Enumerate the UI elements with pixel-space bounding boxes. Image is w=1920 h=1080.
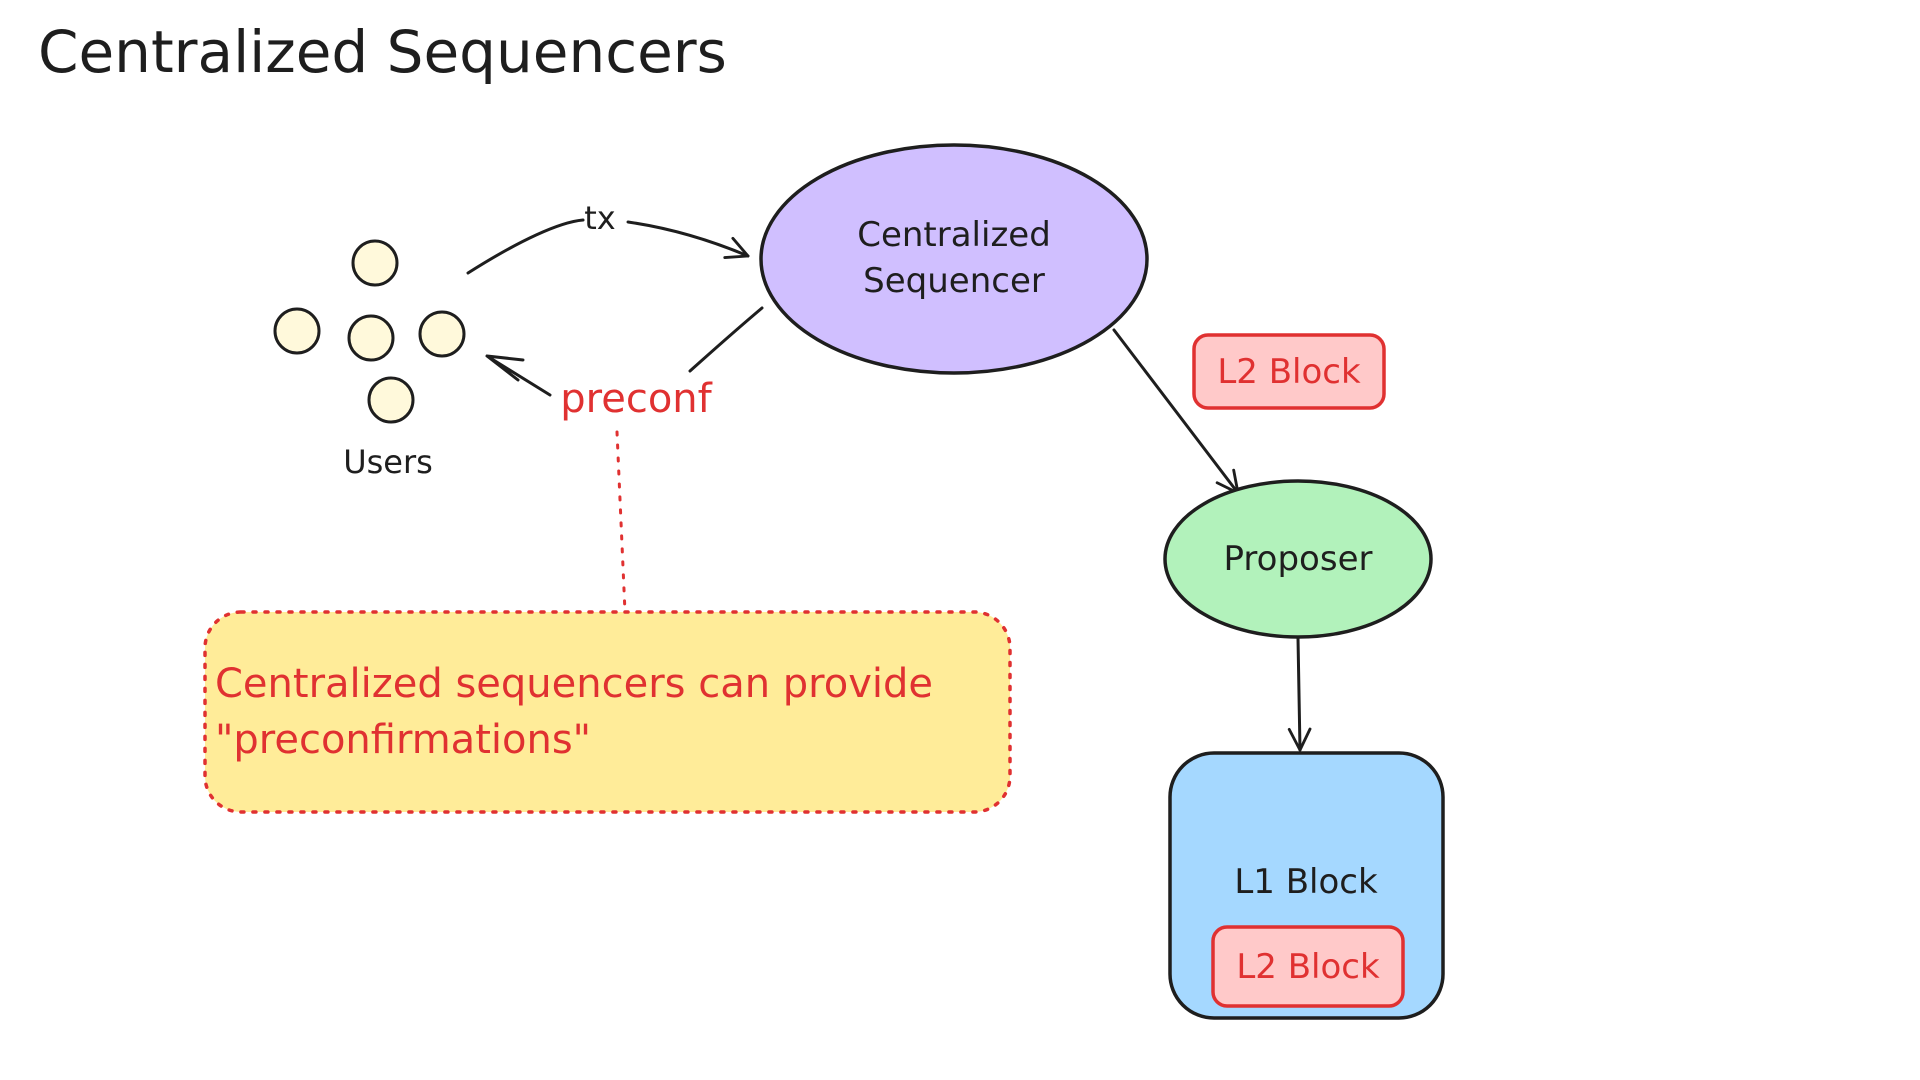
tx-arrow [466,218,748,273]
edge-preconf: preconf [485,306,764,422]
l2-block-inner-label: L2 Block [1236,947,1380,987]
preconf-arrow-line [688,306,764,373]
node-proposer: Proposer [1163,479,1433,639]
node-centralized-sequencer: Centralized Sequencer [759,143,1149,375]
proposer-label: Proposer [1224,539,1373,579]
edge-proposer-to-l1 [1287,636,1312,752]
note-text-line2: "preconfirmations" [215,717,591,763]
users-label: Users [343,443,433,481]
sequencer-ellipse [759,143,1149,375]
sequencer-label-line1: Centralized [857,215,1051,255]
sequencer-label-line2: Sequencer [863,261,1045,301]
user-circle [351,239,399,287]
l2-block-floating-box [1192,333,1386,410]
tx-label: tx [584,199,615,237]
user-circle [367,376,415,424]
users-group: Users [273,239,466,481]
l2-block-floating-label: L2 Block [1217,352,1361,392]
note-connector [615,430,627,614]
node-l1-block: L1 Block L2 Block [1168,751,1445,1020]
preconf-arrowhead [485,354,552,397]
user-circle [347,314,395,362]
l2-block-inner-box [1211,925,1405,1008]
edge-sequencer-to-proposer [1112,328,1240,495]
note-box [203,610,1012,814]
user-circle [273,307,321,355]
node-l2-block-floating: L2 Block [1192,333,1386,410]
page-title: Centralized Sequencers [38,18,727,86]
edge-tx: tx [466,199,748,273]
l1-block-label: L1 Block [1234,862,1378,902]
preconfirmation-note: Centralized sequencers can provide "prec… [203,610,1012,814]
preconf-label: preconf [560,376,712,422]
note-text-line1: Centralized sequencers can provide [215,661,933,707]
user-circle [418,310,466,358]
